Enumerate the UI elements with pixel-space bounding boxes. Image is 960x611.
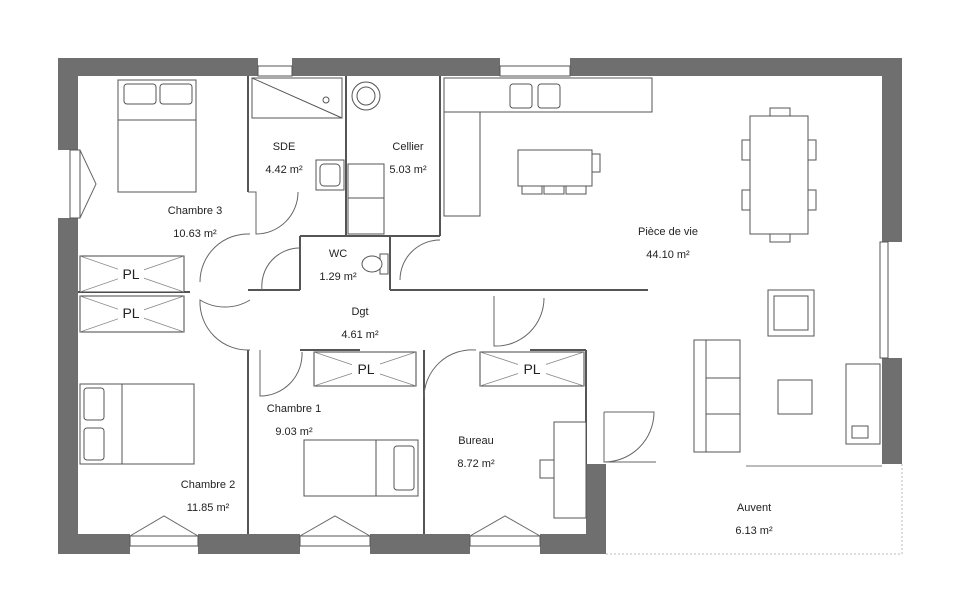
bed-chambre-3 [117, 79, 197, 193]
closet-label: PL [122, 305, 139, 321]
tv-unit [845, 363, 881, 445]
room-area-piece-de-vie: 44.10 m² [646, 249, 690, 261]
water-heater [351, 81, 381, 111]
closet-pl-3: PL [313, 351, 417, 387]
room-area-chambre-1: 9.03 m² [275, 426, 313, 438]
bed-chambre-1 [303, 439, 419, 497]
room-label-cellier: Cellier [392, 141, 424, 153]
closet-label: PL [122, 266, 139, 282]
washbasin-sde [315, 159, 345, 191]
window-casements [79, 149, 541, 537]
room-area-chambre-3: 10.63 m² [173, 228, 217, 240]
room-label-auvent: Auvent [737, 502, 771, 514]
closet-pl-1: PL [79, 255, 185, 293]
armchair [767, 289, 815, 337]
room-area-sde: 4.42 m² [265, 164, 303, 176]
closet-pl-4: PL [479, 351, 585, 387]
sofa [693, 339, 741, 453]
room-area-cellier: 5.03 m² [389, 164, 427, 176]
doors [199, 191, 656, 463]
desk [539, 421, 587, 519]
closet-pl-2: PL [79, 295, 185, 333]
room-label-sde: SDE [273, 141, 296, 153]
windows [69, 65, 889, 547]
exterior-walls [58, 58, 902, 554]
coffee-table [777, 379, 813, 415]
room-label-piece-de-vie: Pièce de vie [638, 226, 698, 238]
room-label-dgt: Dgt [351, 306, 368, 318]
room-label-wc: WC [329, 248, 347, 260]
closet-label: PL [357, 361, 374, 377]
kitchen-island [517, 149, 601, 195]
room-area-auvent: 6.13 m² [735, 525, 773, 537]
room-area-chambre-2: 11.85 m² [187, 502, 230, 514]
kitchen-counter [443, 77, 653, 217]
room-label-bureau: Bureau [458, 435, 493, 447]
bed-chambre-2 [79, 383, 195, 465]
toilet [361, 253, 389, 275]
room-area-bureau: 8.72 m² [457, 458, 495, 470]
room-label-chambre-3: Chambre 3 [168, 205, 222, 217]
auvent-outline [606, 464, 903, 555]
room-label-chambre-2: Chambre 2 [181, 479, 235, 491]
cellier-appliances [347, 163, 385, 235]
closet-label: PL [523, 361, 540, 377]
dining-table [741, 107, 817, 243]
room-label-chambre-1: Chambre 1 [267, 403, 321, 415]
room-area-dgt: 4.61 m² [341, 329, 379, 341]
room-area-wc: 1.29 m² [319, 271, 357, 283]
shower [251, 77, 343, 119]
